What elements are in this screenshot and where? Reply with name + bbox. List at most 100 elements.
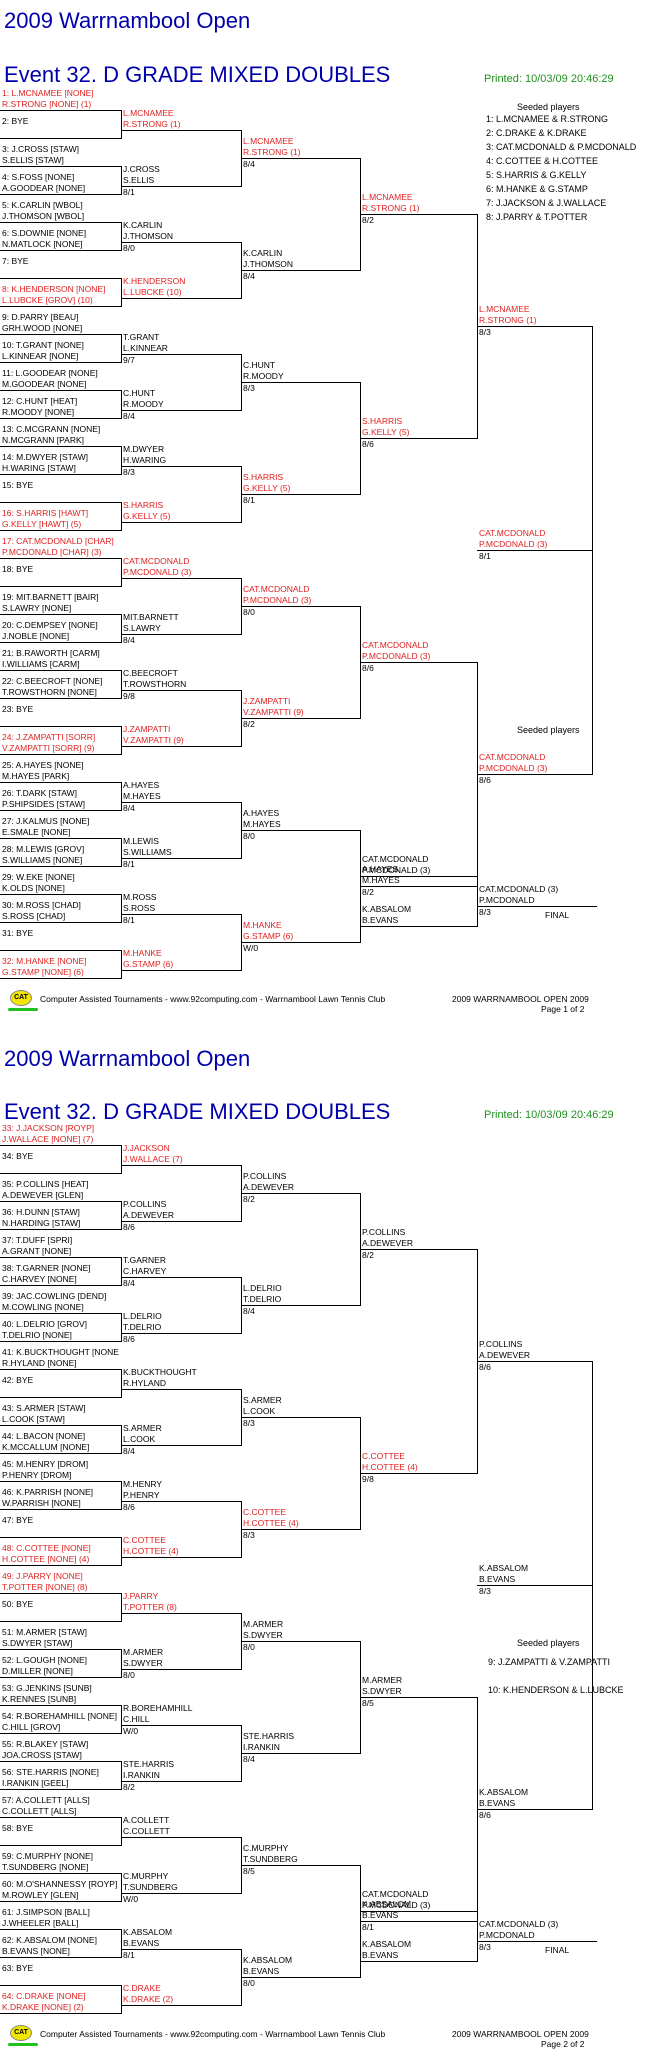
player-name-a: A.HAYES xyxy=(243,808,280,818)
player-name-a: 22: C.BEECROFT [NONE] xyxy=(2,676,103,686)
player-name-a: STE.HARRIS xyxy=(123,1759,175,1769)
bracket-line xyxy=(0,1537,121,1538)
player-name-b: L.COOK [STAW] xyxy=(2,1414,65,1424)
bracket-line xyxy=(0,810,121,811)
bracket-line xyxy=(0,670,121,671)
match-score: 8/6 xyxy=(123,1502,135,1512)
bracket-line xyxy=(0,362,121,363)
bracket-line xyxy=(0,1425,121,1426)
seed-entry: 8: J.PARRY & T.POTTER xyxy=(486,212,588,222)
player-name-b: J.WALLACE [NONE] (7) xyxy=(2,1134,94,1144)
bracket-line xyxy=(360,886,477,887)
match-score: 8/6 xyxy=(479,1810,491,1820)
bracket-line xyxy=(121,1313,122,1342)
bracket-line xyxy=(0,754,121,755)
final-score: 8/3 xyxy=(479,907,491,917)
bracket-line xyxy=(0,1201,121,1202)
bracket-line xyxy=(0,1649,121,1650)
player-name-b: H.WARING xyxy=(123,455,167,465)
match-score: 8/1 xyxy=(123,187,135,197)
player-name-a: 50: BYE xyxy=(2,1599,34,1609)
player-name-a: 54: R.BOREHAMHILL [NONE] xyxy=(2,1711,117,1721)
match-score: 8/2 xyxy=(243,719,255,729)
player-name-b: S.DWYER xyxy=(123,1658,163,1668)
player-name-a: L.MCNAMEE xyxy=(123,108,174,118)
player-name-b: B.EVANS xyxy=(362,1910,399,1920)
player-name-b: S.WILLIAMS xyxy=(123,847,172,857)
player-name-a: T.GARNER xyxy=(123,1255,166,1265)
player-name-b: N.MCGRANN [PARK] xyxy=(2,435,85,445)
player-name-b: D.MILLER [NONE] xyxy=(2,1666,73,1676)
player-name-b: G.KELLY [HAWT] (5) xyxy=(2,519,82,529)
bracket-line xyxy=(477,876,478,927)
bracket-line xyxy=(360,438,477,439)
player-name-a: 58: BYE xyxy=(2,1823,34,1833)
player-name-b: S.WILLIAMS [NONE] xyxy=(2,855,83,865)
player-name-a: CAT.MCDONALD xyxy=(479,752,546,762)
match-score: 8/3 xyxy=(123,467,135,477)
bracket-line xyxy=(121,1333,241,1334)
match-score: W/0 xyxy=(123,1726,139,1736)
player-name-a: MIT.BARNETT xyxy=(123,612,179,622)
match-score: 8/4 xyxy=(123,803,135,813)
bracket-line xyxy=(0,1369,121,1370)
player-name-a: P.COLLINS xyxy=(243,1171,287,1181)
bracket-line xyxy=(121,1537,122,1566)
player-name-b: V.ZAMPATTI (9) xyxy=(123,735,184,745)
player-name-b: B.EVANS xyxy=(243,1966,280,1976)
bracket-line xyxy=(121,1929,122,1958)
player-name-b: R.HYLAND [NONE] xyxy=(2,1358,77,1368)
player-name-b: S.ROSS [CHAD] xyxy=(2,911,66,921)
player-name-a: J.JACKSON xyxy=(123,1143,170,1153)
bracket-line xyxy=(121,894,122,923)
player-name-a: P.COLLINS xyxy=(123,1199,167,1209)
bracket-line xyxy=(241,718,360,719)
player-name-a: CAT.MCDONALD xyxy=(362,1889,429,1899)
player-name-b: L.LUBCKE [GROV] (10) xyxy=(2,295,93,305)
player-name-a: M.HANKE xyxy=(123,948,162,958)
bracket-line xyxy=(0,2013,121,2014)
bracket-line xyxy=(121,1445,241,1446)
match-score: 8/1 xyxy=(123,859,135,869)
bracket-line xyxy=(360,1961,477,1962)
bracket-line xyxy=(121,2005,241,2006)
player-name-b: C.COLLETT [ALLS] xyxy=(2,1806,77,1816)
bracket-line xyxy=(121,802,241,803)
seed-entry: 10: K.HENDERSON & L.LUBCKE xyxy=(488,1685,624,1695)
player-name-b: C.HARVEY xyxy=(123,1266,167,1276)
bracket-line xyxy=(0,1481,121,1482)
player-name-b: P.HENRY xyxy=(123,1490,160,1500)
bracket-line xyxy=(121,970,241,971)
bracket-line xyxy=(121,1389,241,1390)
bracket-line xyxy=(121,1277,241,1278)
player-name-a: M.HENRY xyxy=(123,1479,163,1489)
player-name-a: 48: C.COTTEE [NONE] xyxy=(2,1543,91,1553)
player-name-b: R.MOODY xyxy=(243,371,284,381)
match-score: 9/8 xyxy=(123,691,135,701)
player-name-a: L.DELRIO xyxy=(243,1283,282,1293)
bracket-line xyxy=(241,830,360,831)
player-name-a: 41: K.BUCKTHOUGHT [NONE] xyxy=(2,1347,119,1357)
player-name-b: H.COTTEE (4) xyxy=(123,1546,179,1556)
player-name-b: A.GOODEAR [NONE] xyxy=(2,183,86,193)
player-name-b: T.ROWSTHORN [NONE] xyxy=(2,687,97,697)
bracket-line xyxy=(241,1865,360,1866)
player-name-a: C.MURPHY xyxy=(123,1871,169,1881)
match-score: 8/3 xyxy=(243,383,255,393)
seed-entry: 9: J.ZAMPATTI & V.ZAMPATTI xyxy=(488,1657,611,1667)
player-name-a: 4: S.FOSS [NONE] xyxy=(2,172,75,182)
bracket-line xyxy=(0,1173,121,1174)
player-name-a: 63: BYE xyxy=(2,1963,34,1973)
player-name-b: G.KELLY (5) xyxy=(243,483,291,493)
seeded-heading: Seeded players xyxy=(517,1638,580,1648)
player-name-a: C.BEECROFT xyxy=(123,668,178,678)
bracket-line xyxy=(121,522,241,523)
player-name-b: K.MCCALLUM [NONE] xyxy=(2,1442,90,1452)
player-name-a: P.COLLINS xyxy=(479,1339,523,1349)
player-name-a: CAT.MCDONALD xyxy=(123,556,190,566)
champion-name-a: CAT.MCDONALD (3) xyxy=(479,1919,559,1929)
player-name-b: P.HENRY [DROM] xyxy=(2,1470,72,1480)
logo-underline xyxy=(8,2043,38,2046)
printed-timestamp: Printed: 10/03/09 20:46:29 xyxy=(484,73,614,85)
footer-event: 2009 WARRNAMBOOL OPEN 2009 xyxy=(452,2029,589,2039)
